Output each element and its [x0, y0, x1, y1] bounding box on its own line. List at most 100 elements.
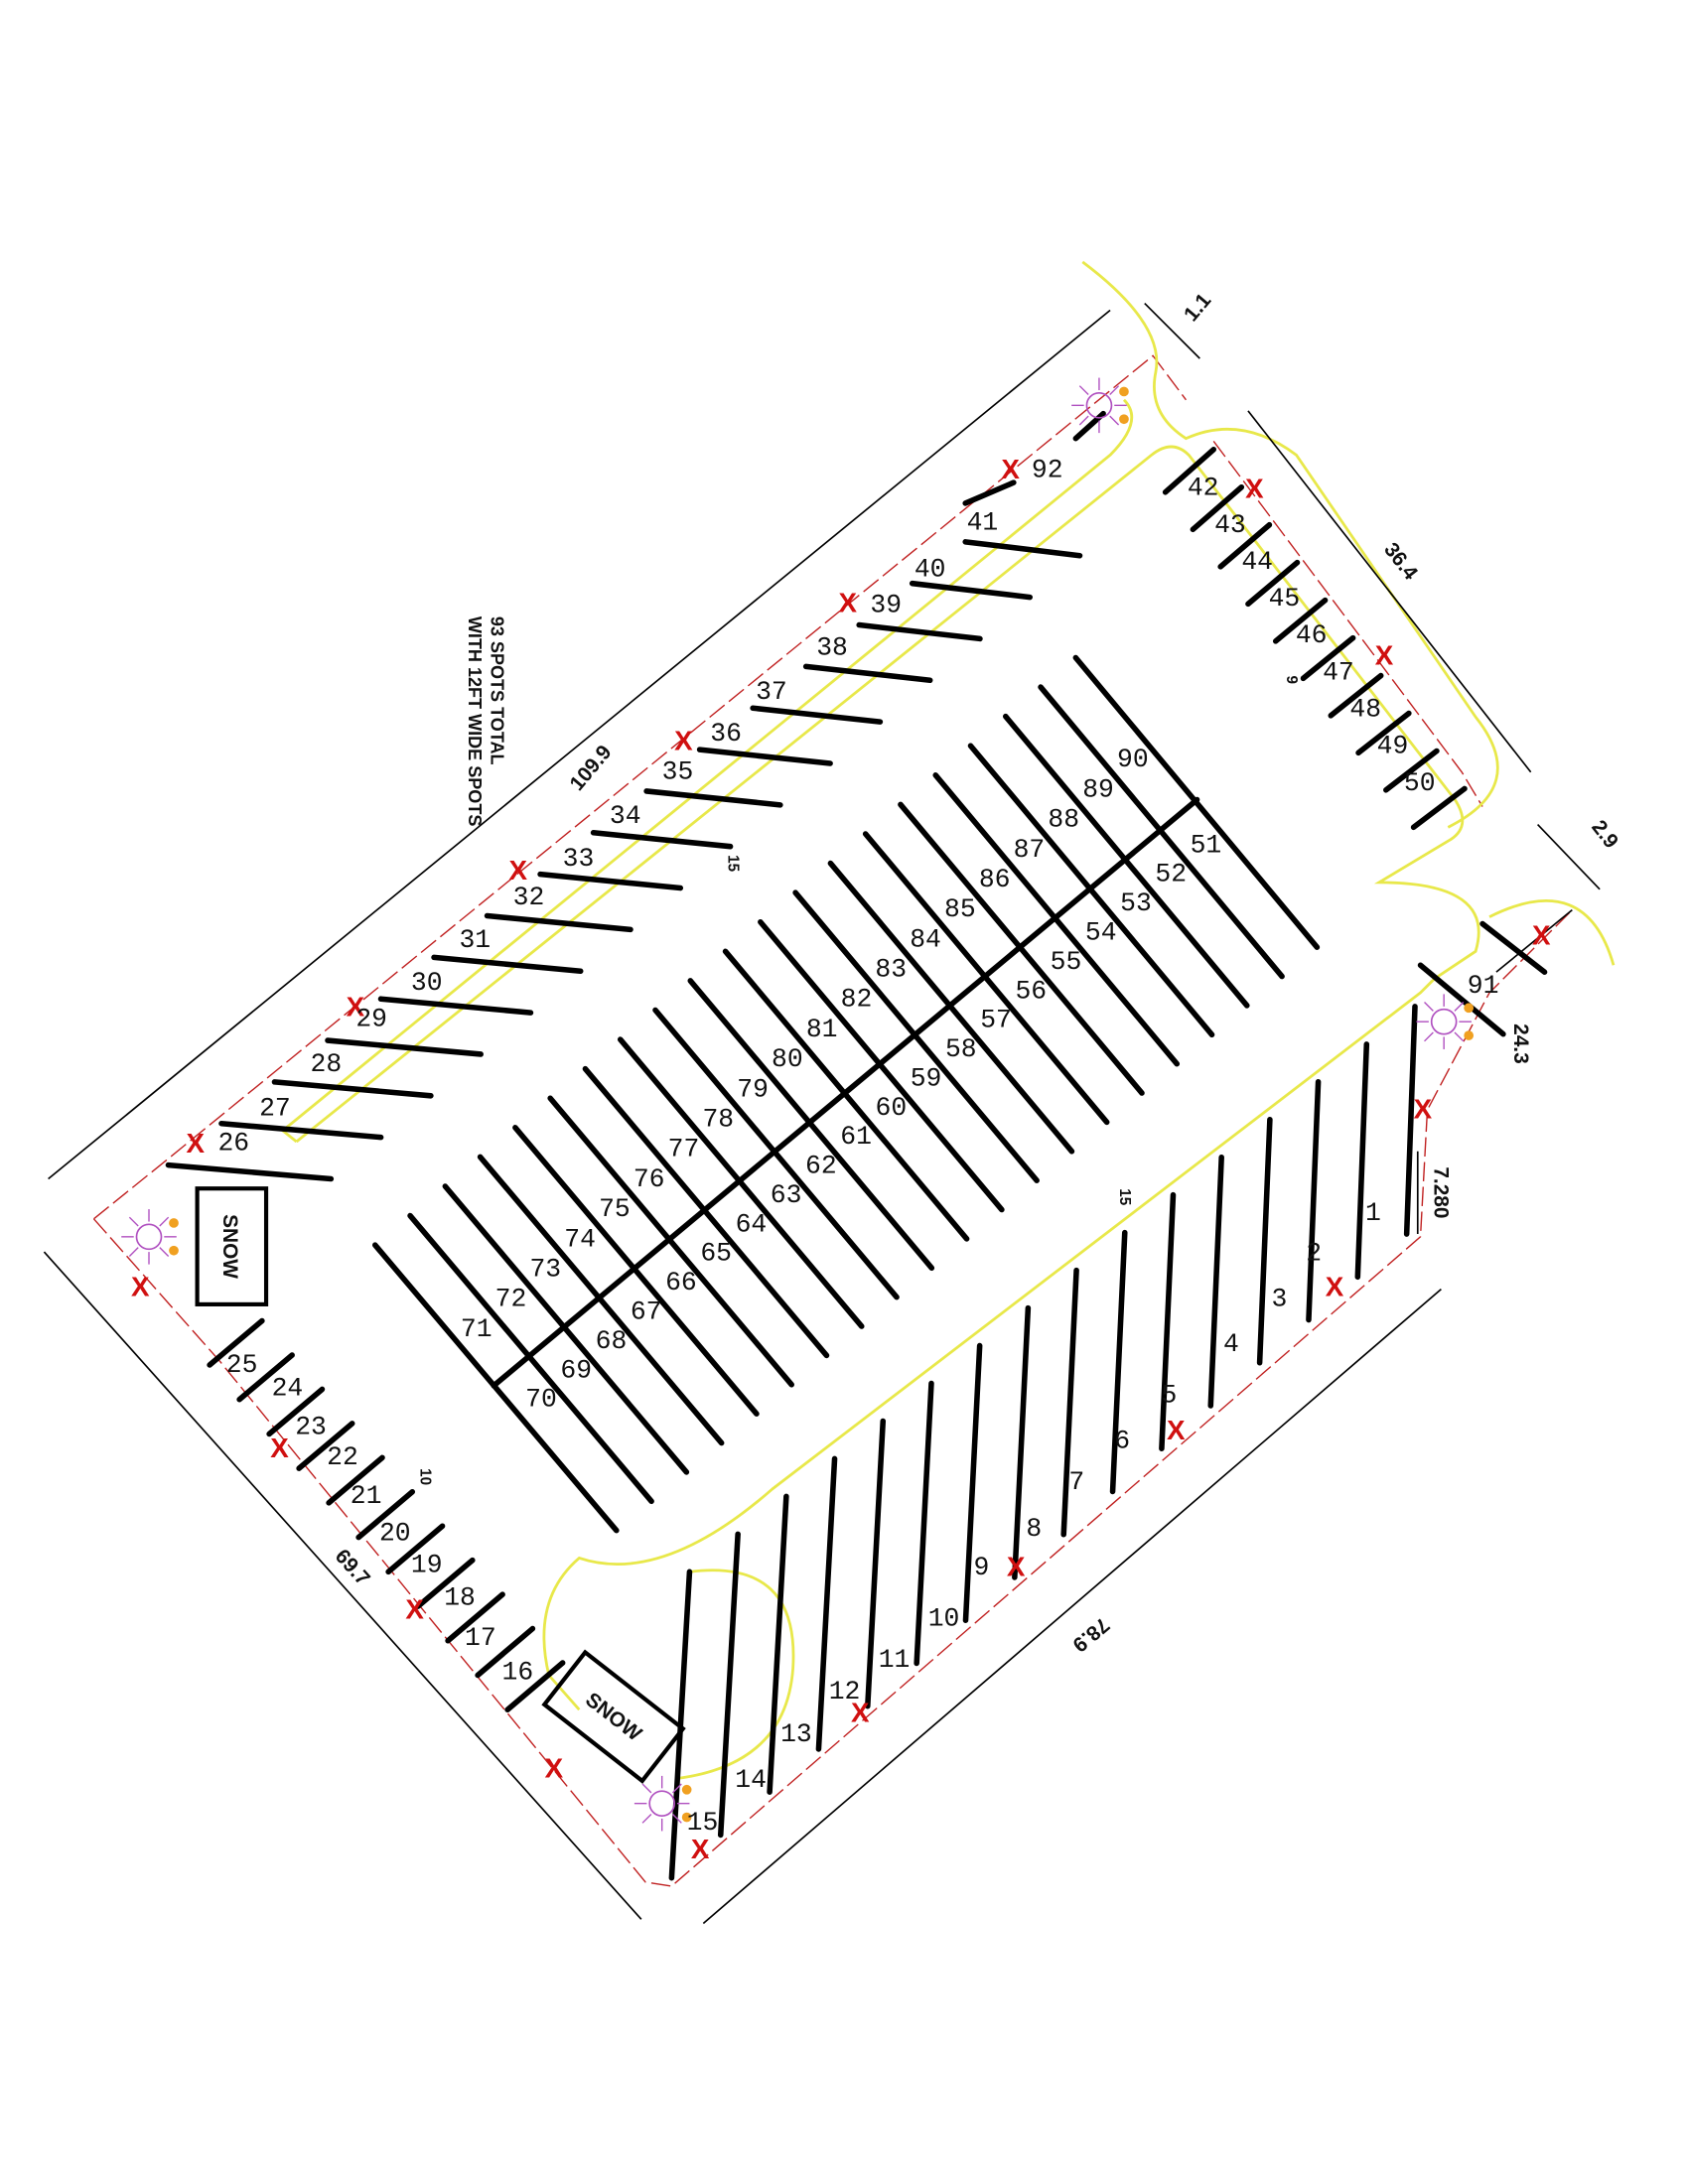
- no-parking-x-marker: X: [674, 726, 693, 756]
- stall-line: [537, 871, 684, 891]
- stall-line: [1245, 559, 1301, 608]
- spot-number: 85: [944, 894, 976, 924]
- dimension-line-top-right: [1247, 410, 1532, 773]
- spot-number: 70: [525, 1385, 557, 1415]
- stall-lines: [165, 410, 1548, 1881]
- spot-number: 25: [226, 1350, 258, 1380]
- stall-line: [767, 1493, 789, 1795]
- spot-number: 67: [631, 1297, 662, 1327]
- boundary-right-top: [1212, 441, 1483, 807]
- stall-line: [218, 1120, 384, 1141]
- spot-number: 75: [599, 1194, 631, 1224]
- no-parking-x-marker: X: [1245, 473, 1264, 503]
- spot-number: 23: [295, 1412, 327, 1441]
- spot-number: 4: [1223, 1329, 1239, 1359]
- spot-number: 17: [465, 1623, 496, 1653]
- spot-number: 47: [1323, 657, 1354, 687]
- no-parking-x-marker: X: [509, 855, 528, 886]
- spot-number: 83: [875, 955, 907, 985]
- spot-number: 48: [1349, 695, 1381, 725]
- spot-number: 56: [1015, 976, 1047, 1006]
- spot-number: 18: [444, 1583, 476, 1613]
- spot-number: 50: [1404, 768, 1436, 798]
- no-parking-x-marker: X: [1001, 454, 1020, 484]
- spot-number: 76: [633, 1164, 665, 1194]
- no-parking-x-marker: X: [851, 1698, 870, 1728]
- spot-number: 16: [502, 1658, 534, 1688]
- spot-number: 15: [687, 1808, 719, 1838]
- stall-line: [717, 1531, 741, 1839]
- stall-line: [1479, 920, 1548, 975]
- stall-line: [385, 1523, 446, 1575]
- stall-line: [758, 918, 1005, 1213]
- curb-outline: [280, 398, 1480, 1711]
- no-parking-x-marker: X: [1532, 919, 1551, 950]
- stall-line: [962, 539, 1083, 559]
- spot-number: 28: [311, 1049, 343, 1079]
- stall-line: [1072, 654, 1321, 950]
- spot-number: 90: [1117, 745, 1149, 774]
- dimension-bottom-left: 69.7: [331, 1545, 374, 1590]
- dimension-line-top-gap: [1144, 302, 1200, 359]
- boundary-top-left: [93, 354, 1187, 1220]
- row-count-label: 10: [417, 1468, 434, 1485]
- stall-line: [326, 1454, 385, 1506]
- spot-number: 43: [1214, 510, 1246, 540]
- spot-number: 74: [564, 1224, 596, 1254]
- spot-number: 55: [1051, 947, 1082, 977]
- stall-line: [484, 912, 633, 933]
- stall-line: [1417, 962, 1506, 1037]
- spot-number: 79: [737, 1074, 769, 1104]
- no-parking-x-marker: X: [405, 1594, 424, 1625]
- snow-area-bottom: SNOW: [541, 1649, 686, 1784]
- stall-line: [1190, 483, 1245, 533]
- stall-line: [590, 830, 734, 850]
- spot-labels: 1234567891011121314151617181920212223242…: [217, 456, 1499, 1838]
- light-pole-icon: [633, 1775, 692, 1832]
- row-count-label: 15: [724, 855, 741, 872]
- stall-line: [1038, 684, 1285, 980]
- stall-line: [1060, 1267, 1079, 1538]
- spot-number: 57: [980, 1006, 1012, 1035]
- dimension-right-end: 24.3: [1509, 1024, 1532, 1064]
- no-parking-x-marker: X: [1007, 1552, 1026, 1582]
- stall-line: [165, 1161, 335, 1182]
- spot-number: 40: [914, 555, 946, 585]
- stall-line: [722, 948, 970, 1242]
- spot-number: 66: [665, 1268, 697, 1297]
- no-parking-x-marker: X: [270, 1433, 289, 1463]
- stall-line: [1354, 1041, 1370, 1281]
- stall-line: [1306, 1079, 1322, 1323]
- dimension-line-bottom-right: [702, 1288, 1442, 1925]
- stall-line: [1109, 1229, 1128, 1495]
- spot-number: 19: [411, 1550, 443, 1579]
- spot-number: 27: [259, 1094, 291, 1124]
- no-parking-x-marker: X: [1414, 1093, 1433, 1124]
- spot-number: 49: [1377, 732, 1409, 761]
- spot-number: 38: [816, 633, 848, 663]
- stall-line: [325, 1037, 484, 1057]
- spot-number: 91: [1468, 971, 1499, 1001]
- spot-number: 82: [841, 985, 873, 1015]
- spot-number: 33: [563, 844, 595, 874]
- spot-number: 84: [910, 924, 941, 954]
- stall-line: [815, 1455, 838, 1752]
- stall-line: [582, 1065, 830, 1359]
- stall-line: [207, 1317, 265, 1368]
- spot-number: 20: [379, 1518, 411, 1548]
- stall-line: [750, 705, 884, 725]
- snow-label: SNOW: [581, 1689, 645, 1746]
- stall-line: [652, 1007, 900, 1300]
- spot-number: 58: [945, 1034, 977, 1064]
- spot-number: 10: [928, 1603, 960, 1633]
- spot-number: 59: [911, 1063, 942, 1093]
- no-parking-x-marker: X: [1326, 1272, 1344, 1302]
- dimension-top-right: 36.4: [1379, 538, 1422, 584]
- spot-number: 29: [355, 1004, 387, 1033]
- stall-line: [1403, 1004, 1418, 1237]
- snow-area-left: SNOW: [195, 1186, 269, 1306]
- dimension-line-right-end: [1495, 909, 1573, 973]
- dimension-right-gap: 2.9: [1587, 816, 1622, 853]
- row-count-label: 15: [1116, 1188, 1133, 1205]
- row-count-label: 9: [1283, 676, 1300, 685]
